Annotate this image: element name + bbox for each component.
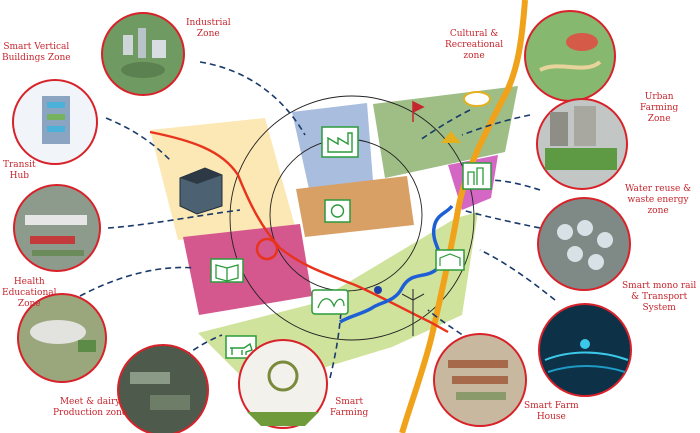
- tent-icon: [441, 131, 461, 143]
- label-smart-farm-house: Smart Farm House: [524, 401, 579, 422]
- connector-rail-system: [479, 249, 556, 301]
- photo-health: [17, 293, 107, 383]
- photo-meet-dairy: [117, 344, 209, 433]
- label-health-educational-zone: Health Educational Zone: [2, 277, 57, 309]
- label-meet-dairy-production: Meet & dairy Production zone: [53, 397, 128, 418]
- photo-mono-rail: [538, 303, 632, 397]
- industry-icon: [321, 126, 359, 158]
- zone-green-parcel: [373, 86, 518, 178]
- label-water-reuse-zone: Water reuse & waste energy zone: [625, 184, 692, 216]
- connector-transit: [107, 209, 241, 229]
- photo-smart-farming: [238, 339, 328, 429]
- connector-cultural: [419, 109, 471, 141]
- wind-turbine-icon: [401, 289, 425, 336]
- photo-cultural: [524, 10, 616, 102]
- connector-mono-rail: [461, 209, 541, 229]
- photo-circles: [12, 10, 632, 433]
- location-pin-icon: [374, 286, 382, 294]
- label-transit-hub: Transit Hub: [3, 160, 36, 181]
- outer-ring: [229, 95, 475, 341]
- connector-water-reuse: [487, 179, 541, 191]
- recycle-icon: [324, 199, 351, 223]
- photo-smart-farm-house: [433, 333, 527, 427]
- photo-urban-farming: [536, 98, 628, 190]
- book-icon: [210, 258, 244, 283]
- label-cultural-recreational-zone: Cultural & Recreational zone: [445, 29, 504, 61]
- photo-transit: [13, 184, 101, 272]
- rail-line: [399, 0, 528, 433]
- connector-health: [79, 266, 196, 297]
- label-industrial-zone: Industrial Zone: [186, 18, 231, 39]
- label-smart-vertical-buildings: Smart Vertical Buildings Zone: [2, 42, 71, 63]
- photo-smart-vertical: [12, 79, 98, 165]
- farm-produce-icon: [311, 289, 349, 315]
- label-urban-farming-zone: Urban Farming Zone: [640, 92, 679, 124]
- amphitheatre-icon: [463, 91, 491, 107]
- label-smart-mono-rail: Smart mono rail & Transport System: [622, 281, 697, 313]
- flag-icon: [412, 100, 425, 122]
- connector-urban-farming: [461, 114, 531, 136]
- label-smart-farming: Smart Farming: [330, 397, 369, 418]
- city-icon: [462, 162, 492, 190]
- building-icon: [179, 167, 223, 215]
- cow-icon: [225, 335, 257, 359]
- photo-water-reuse: [537, 197, 631, 291]
- roundabout: [255, 237, 279, 261]
- river-line: [339, 204, 454, 324]
- greenhouse-icon: [435, 249, 465, 271]
- road-line: [149, 130, 449, 334]
- photo-industrial: [101, 12, 185, 96]
